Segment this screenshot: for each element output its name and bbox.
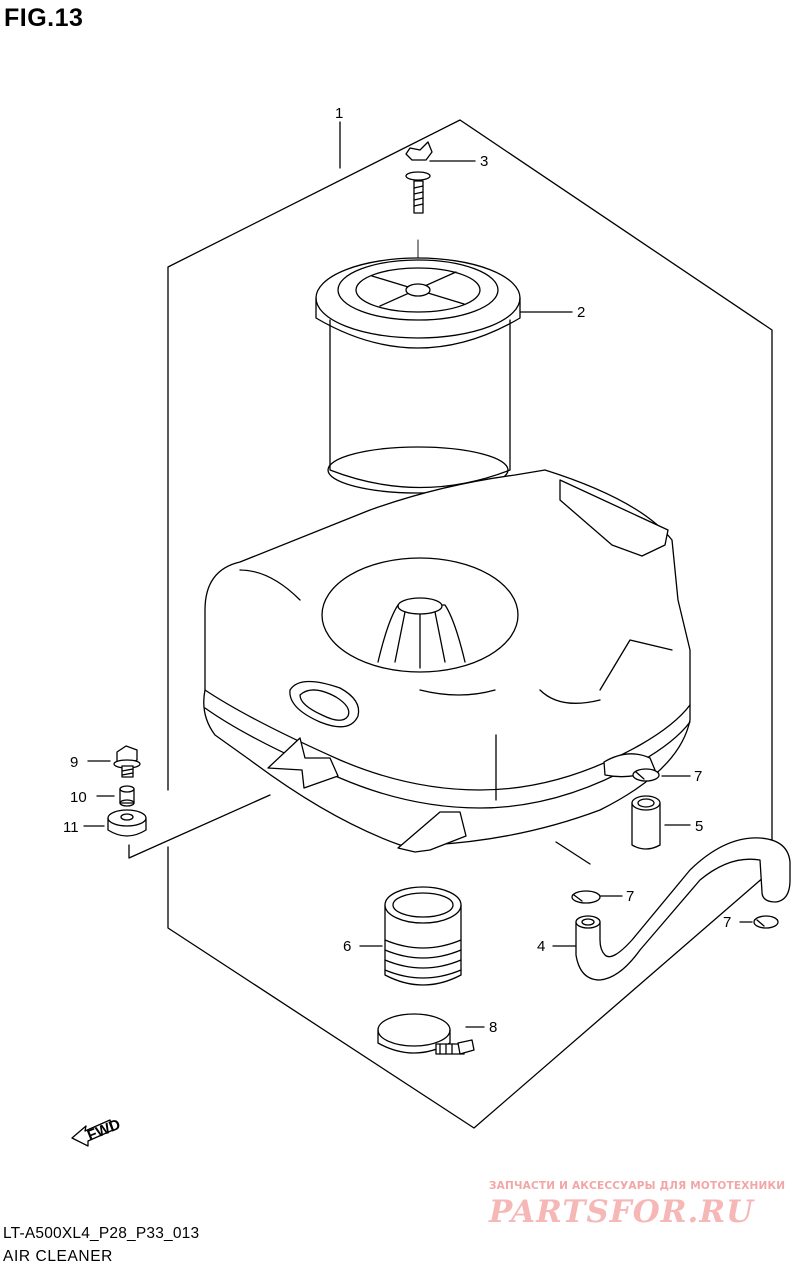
callout-5: 5 [695, 818, 703, 835]
watermark-tagline: ЗАПЧАСТИ И АКСЕССУАРЫ ДЛЯ МОТОТЕХНИКИ [489, 1180, 786, 1192]
collar-part-10 [119, 785, 135, 807]
callout-7-a: 7 [694, 768, 702, 785]
figure-caption: AIR CLEANER [3, 1248, 113, 1265]
callout-2: 2 [577, 304, 585, 321]
callout-1: 1 [335, 105, 343, 122]
clip-part-7-a [632, 768, 660, 782]
wing-bolt-part-3 [405, 141, 433, 214]
figure-title: FIG.13 [4, 4, 84, 32]
forward-direction-arrow-icon [71, 1119, 114, 1147]
clip-part-7-c [753, 915, 779, 929]
callout-7-b: 7 [626, 888, 634, 905]
watermark-logo: PARTSFOR.RU [489, 1194, 755, 1230]
bolt-part-9 [113, 745, 141, 778]
callout-6: 6 [343, 938, 351, 955]
callout-9: 9 [70, 754, 78, 771]
hose-clamp-part-8 [377, 1013, 475, 1055]
intake-boot-part-6 [384, 886, 462, 986]
callout-3: 3 [480, 153, 488, 170]
breather-hose-part-4 [575, 837, 791, 981]
callout-7-c: 7 [723, 914, 731, 931]
callout-10: 10 [70, 789, 87, 806]
leader-lines [83, 121, 753, 1028]
callout-4: 4 [537, 938, 545, 955]
callout-11: 11 [63, 819, 79, 836]
callout-8: 8 [489, 1019, 497, 1036]
model-code: LT-A500XL4_P28_P33_013 [3, 1225, 200, 1242]
air-cleaner-case-part-1 [203, 469, 691, 853]
fwd-label: FWD [85, 1116, 123, 1145]
grommet-part-11 [107, 809, 147, 837]
clip-part-7-b [571, 890, 601, 904]
air-filter-element-part-2 [315, 257, 521, 494]
drain-hose-part-5 [631, 795, 661, 850]
